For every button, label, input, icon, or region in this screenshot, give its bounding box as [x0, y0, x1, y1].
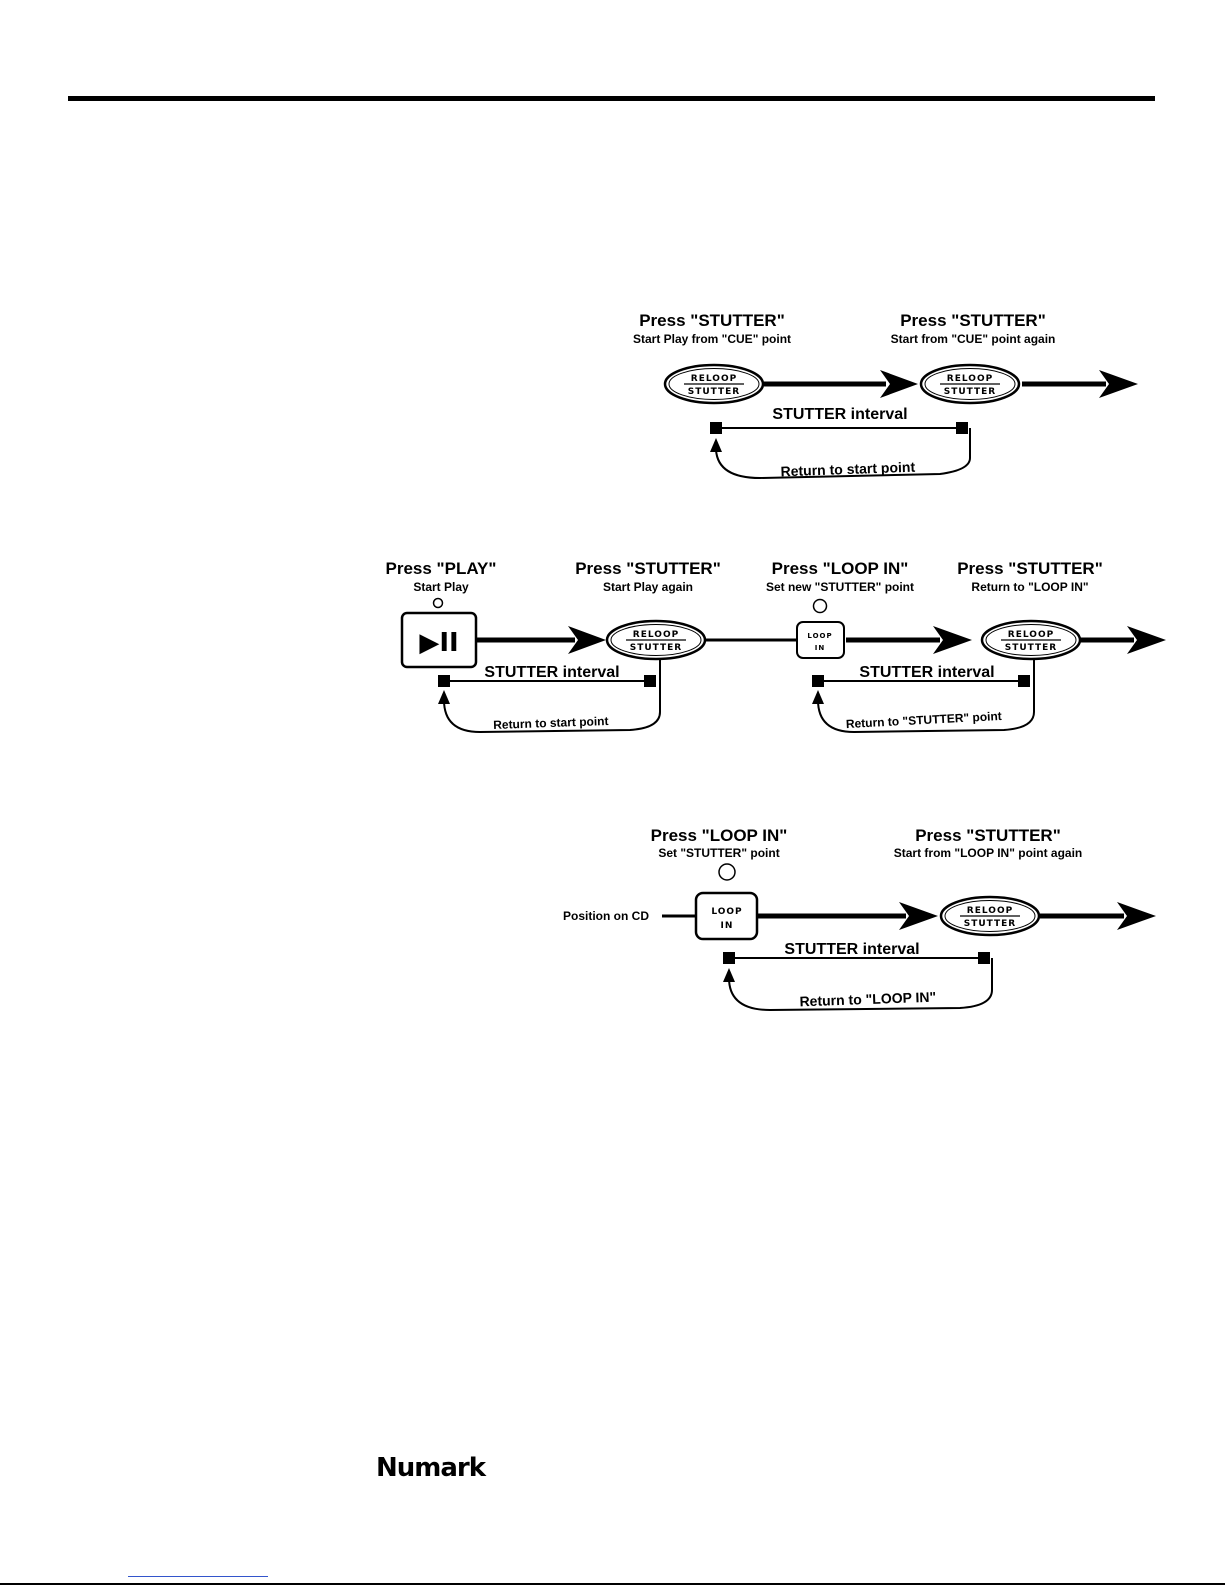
button-label-top: RELOOP — [947, 374, 993, 384]
reloop-stutter-button: RELOOP STUTTER — [605, 619, 707, 661]
button-label-bottom: STUTTER — [688, 387, 741, 397]
step2-subtitle: Start from "LOOP IN" point again — [894, 846, 1083, 860]
step1-title: Press "LOOP IN" — [651, 826, 788, 845]
interval-label: STUTTER interval — [784, 941, 919, 958]
arrow-head-icon — [880, 370, 918, 398]
loop-in-button: LOOP IN — [694, 891, 759, 941]
button-label-bottom: STUTTER — [1005, 643, 1058, 653]
step2-subtitle: Start from "CUE" point again — [891, 332, 1056, 346]
return-arrow-icon — [710, 438, 722, 452]
arrow-head-icon — [899, 902, 938, 930]
reloop-stutter-button: RELOOP STUTTER — [980, 619, 1082, 661]
led-indicator-icon — [718, 863, 736, 881]
interval-end-marker — [1018, 675, 1030, 687]
button-label-top: LOOP — [807, 632, 832, 640]
step1-subtitle: Set "STUTTER" point — [658, 846, 779, 860]
return-arrow-icon — [438, 690, 450, 704]
play-pause-button: ▶II — [400, 611, 478, 669]
return-path — [715, 428, 971, 480]
position-label: Position on CD — [563, 909, 649, 923]
step1-title: Press "PLAY" — [386, 559, 497, 578]
step4-subtitle: Return to "LOOP IN" — [971, 580, 1088, 594]
reloop-stutter-button: RELOOP STUTTER — [919, 363, 1021, 405]
interval-start-marker — [710, 422, 722, 434]
interval-start-marker — [723, 952, 735, 964]
interval-start-marker — [812, 675, 824, 687]
button-label-top: RELOOP — [691, 374, 737, 384]
return-path — [443, 660, 661, 734]
led-indicator-icon — [432, 597, 444, 609]
arrow-head-icon — [1099, 370, 1138, 398]
interval-label: STUTTER interval — [859, 664, 994, 681]
interval-label: STUTTER interval — [484, 664, 619, 681]
step2-title: Press "STUTTER" — [900, 311, 1046, 330]
step1-subtitle: Start Play — [413, 580, 469, 594]
step2-title: Press "STUTTER" — [915, 826, 1061, 845]
return-path — [728, 958, 993, 1012]
return-path — [817, 660, 1035, 734]
led-indicator-icon — [812, 598, 828, 614]
button-label-top: RELOOP — [1008, 630, 1054, 640]
return-label: Return to "STUTTER" point — [846, 709, 1003, 731]
loop-in-button: LOOP IN — [796, 621, 845, 659]
arrow-head-icon — [1117, 902, 1156, 930]
interval-end-marker — [978, 952, 990, 964]
step2-title: Press "STUTTER" — [575, 559, 721, 578]
button-label-bottom: STUTTER — [944, 387, 997, 397]
button-label-bottom: STUTTER — [630, 643, 683, 653]
return-arrow-icon — [812, 690, 824, 704]
interval-label: STUTTER interval — [772, 406, 907, 423]
button-label-top: RELOOP — [967, 906, 1013, 916]
return-arrow-icon — [723, 968, 735, 982]
diagram-stutter-loop-in: Press "PLAY" Start Play Press "STUTTER" … — [386, 559, 1166, 734]
button-label-bottom: STUTTER — [964, 919, 1017, 929]
footer-link-underline — [128, 1576, 268, 1577]
button-label-bottom: IN — [815, 644, 825, 652]
diagram-stutter-from-cue: Press "STUTTER" Start Play from "CUE" po… — [633, 311, 1138, 479]
step2-subtitle: Start Play again — [603, 580, 693, 594]
step3-subtitle: Set new "STUTTER" point — [766, 580, 914, 594]
button-label-top: RELOOP — [633, 630, 679, 640]
arrow-head-icon — [568, 626, 606, 654]
step1-subtitle: Start Play from "CUE" point — [633, 332, 791, 346]
return-label: Return to start point — [493, 714, 609, 732]
return-label: Return to start point — [780, 459, 915, 480]
arrow-head-icon — [1127, 626, 1166, 654]
play-pause-icon: ▶II — [419, 628, 458, 658]
reloop-stutter-button: RELOOP STUTTER — [939, 895, 1041, 937]
diagram-loop-in-stutter: Press "LOOP IN" Set "STUTTER" point Pres… — [563, 826, 1156, 1012]
interval-start-marker — [438, 675, 450, 687]
header-rule — [68, 96, 1155, 101]
step1-title: Press "STUTTER" — [639, 311, 785, 330]
footer-rule — [0, 1583, 1225, 1585]
return-label: Return to "LOOP IN" — [799, 989, 936, 1010]
interval-end-marker — [644, 675, 656, 687]
numark-logo: Numark — [376, 1453, 487, 1483]
step3-title: Press "LOOP IN" — [772, 559, 909, 578]
button-label-top: LOOP — [711, 907, 742, 917]
interval-end-marker — [956, 422, 968, 434]
reloop-stutter-button: RELOOP STUTTER — [663, 363, 765, 405]
step4-title: Press "STUTTER" — [957, 559, 1103, 578]
button-label-bottom: IN — [721, 921, 734, 931]
arrow-head-icon — [933, 626, 972, 654]
